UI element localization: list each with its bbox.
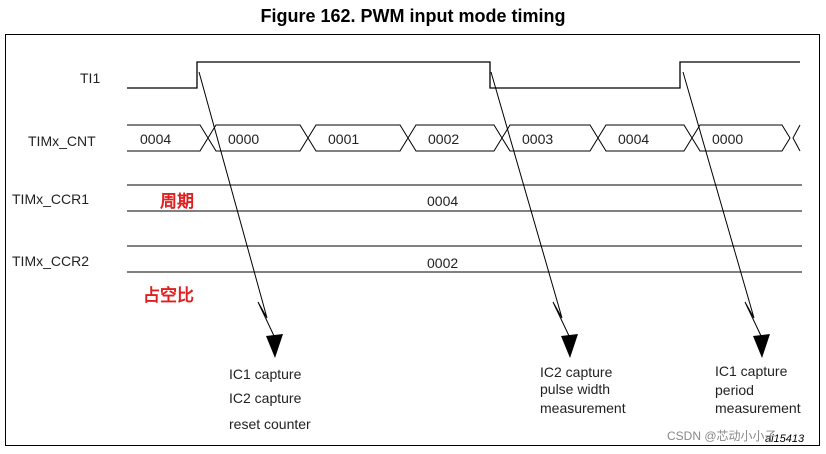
cnt-bus-6 xyxy=(691,124,791,152)
event1-line2: IC2 capture xyxy=(229,390,302,406)
ti1-label: TI1 xyxy=(80,70,100,86)
cnt-value-0: 0004 xyxy=(140,131,171,147)
cnt-value-1: 0000 xyxy=(228,131,259,147)
event3-line1: IC1 capture xyxy=(715,363,788,379)
cnt-value-3: 0002 xyxy=(428,131,459,147)
ccr2-value: 0002 xyxy=(427,255,458,271)
cnt-bus-7 xyxy=(792,124,801,152)
event-arrow-1 xyxy=(198,71,283,358)
ccr1-value: 0004 xyxy=(427,193,458,209)
event-arrow-3 xyxy=(682,71,770,358)
event1-line1: IC1 capture xyxy=(229,366,302,382)
watermark: CSDN @芯动小小子 xyxy=(667,429,777,443)
diagram-frame xyxy=(5,34,820,446)
cnt-value-4: 0003 xyxy=(522,131,553,147)
ti1-waveform xyxy=(127,61,800,89)
cnt-label: TIMx_CNT xyxy=(28,133,96,149)
cnt-value-2: 0001 xyxy=(328,131,359,147)
ccr1-label: TIMx_CCR1 xyxy=(12,191,89,207)
event-arrow-2 xyxy=(490,71,578,358)
event3-line3: measurement xyxy=(715,400,801,416)
event2-line1: IC2 capture xyxy=(540,364,613,380)
event2-line3: measurement xyxy=(540,400,626,416)
event3-line2: period xyxy=(715,382,754,398)
figure-title: Figure 162. PWM input mode timing xyxy=(260,6,566,26)
period-annotation: 周期 xyxy=(160,192,194,212)
ccr2-label: TIMx_CCR2 xyxy=(12,253,89,269)
cnt-value-5: 0004 xyxy=(618,131,649,147)
event2-line2: pulse width xyxy=(540,381,610,397)
figure-id: ai15413 xyxy=(765,433,805,445)
event1-line3: reset counter xyxy=(229,416,311,432)
duty-annotation: 占空比 xyxy=(143,285,194,306)
cnt-value-6: 0000 xyxy=(712,131,743,147)
